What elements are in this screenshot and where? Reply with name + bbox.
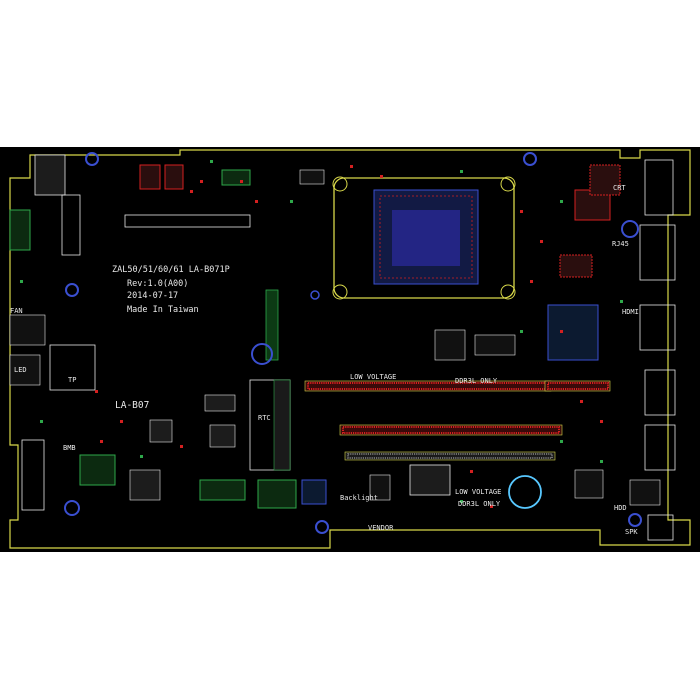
pad-dots-green [20, 160, 623, 503]
hdd-label: HDD [614, 504, 627, 512]
trace-dots [95, 165, 603, 508]
memory-slot-2 [339, 424, 563, 436]
vertical-connector [249, 289, 291, 471]
hdmi-label: HDMI [622, 308, 639, 316]
board-date-label: 2014-07-17 [127, 291, 178, 301]
board-revision-label: Rev:1.0(A00) [127, 279, 188, 289]
vendor-label: VENDOR [368, 524, 394, 532]
memory-slot-1: LOW VOLTAGE [304, 373, 552, 392]
ddr3l-only-label-2: DDR3L ONLY [458, 500, 501, 508]
rj45-label: RJ45 [612, 240, 629, 248]
ddr3l-only-label: DDR3L ONLY [455, 377, 498, 385]
board-sub-label: LA-B07 [115, 400, 149, 411]
mounting-holes [64, 152, 642, 534]
component-clusters [9, 154, 661, 511]
board-model-label: ZAL50/51/60/61 LA-B071P [112, 265, 230, 275]
rtc-label: RTC [258, 414, 271, 422]
low-voltage-label: LOW VOLTAGE [350, 373, 396, 381]
cpu-socket [332, 176, 516, 300]
memory-slot-3 [344, 451, 556, 461]
spk-label: SPK [625, 528, 638, 536]
silk-outline-top [124, 214, 251, 228]
backlight-label: Backlight [340, 494, 378, 502]
rear-io-connectors [639, 159, 676, 541]
low-voltage-label-2: LOW VOLTAGE [455, 488, 501, 496]
tp-label: TP [68, 376, 76, 384]
memory-slot-4 [544, 380, 611, 392]
silkscreen-text: ZAL50/51/60/61 LA-B071P Rev:1.0(A00) 201… [10, 184, 639, 536]
bmb-label: BMB [63, 444, 76, 452]
board-origin-label: Made In Taiwan [127, 305, 199, 315]
crt-label: CRT [613, 184, 626, 192]
board-outline [9, 149, 691, 549]
led-label: LED [14, 366, 27, 374]
fan-label: FAN [10, 307, 23, 315]
